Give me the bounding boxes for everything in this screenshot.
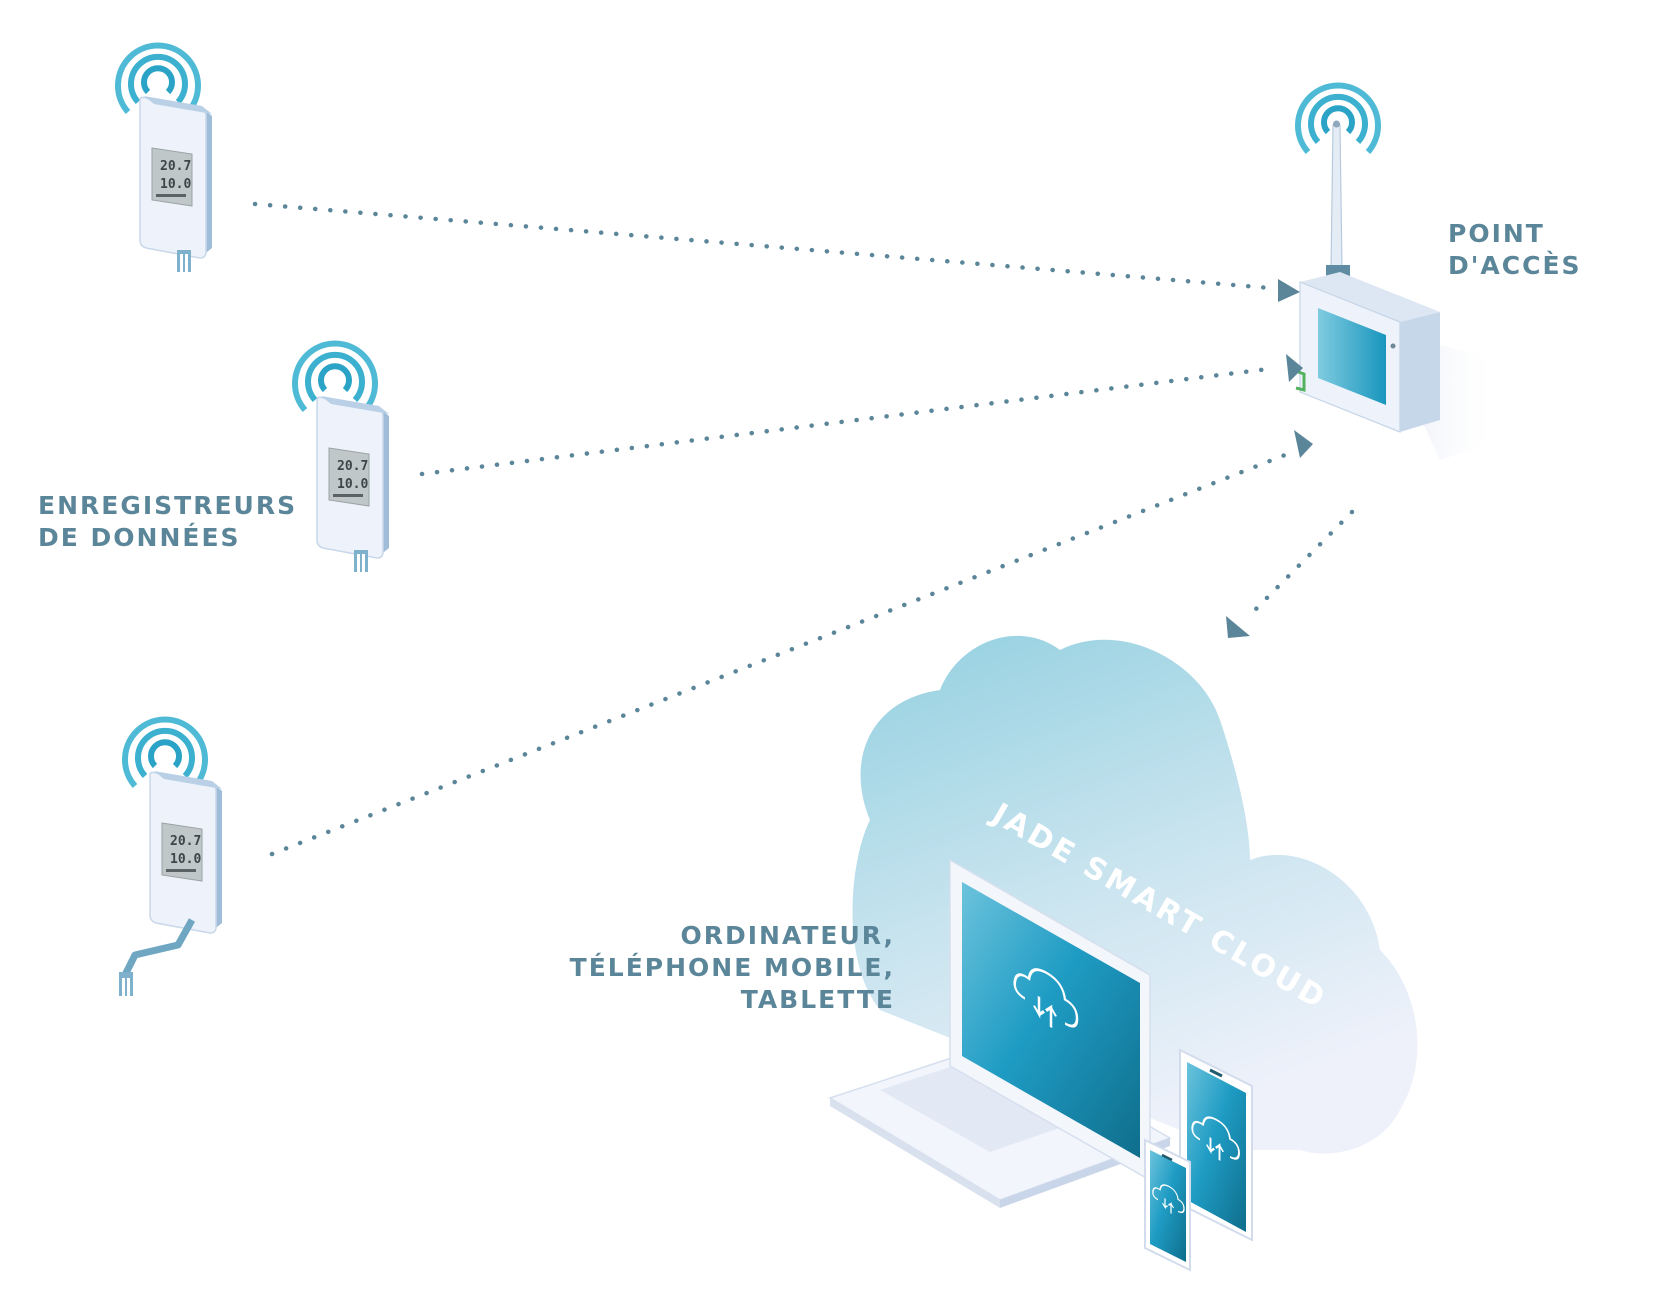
phone-screen	[1150, 1150, 1186, 1262]
access-point	[1292, 86, 1500, 460]
data-logger-1	[118, 46, 213, 272]
antenna	[1330, 124, 1343, 271]
data-logger-3	[119, 720, 223, 996]
devices-label-line1: ORDINATEUR,	[680, 921, 895, 950]
connection-access-point-cloud	[1247, 509, 1355, 618]
connection-logger-1	[252, 201, 1273, 291]
probe-cable	[121, 918, 196, 977]
devices-label-line3: TABLETTE	[740, 985, 895, 1014]
access-point-label: POINT D'ACCÈS	[1448, 218, 1582, 282]
data-loggers-label-line2: DE DONNÉES	[38, 523, 241, 552]
access-point-screen	[1318, 308, 1386, 405]
arrow-head-icon	[1226, 616, 1250, 638]
probe-icon	[354, 550, 368, 572]
probe-icon	[177, 250, 191, 272]
mobile-phone	[1144, 1138, 1191, 1272]
connection-logger-2	[419, 365, 1279, 477]
data-loggers-label-line1: ENREGISTREURS	[38, 491, 298, 520]
devices-label: ORDINATEUR, TÉLÉPHONE MOBILE, TABLETTE	[520, 920, 895, 1016]
arrow-head-icon	[1278, 279, 1300, 302]
data-loggers-label: ENREGISTREURS DE DONNÉES	[38, 490, 297, 554]
devices-label-line2: TÉLÉPHONE MOBILE,	[569, 953, 895, 982]
laptop	[828, 858, 1172, 1208]
arrow-head-icon	[1294, 430, 1313, 458]
connection-logger-3	[269, 450, 1293, 857]
tablet	[1179, 1048, 1253, 1242]
data-logger-2	[295, 344, 390, 572]
access-point-label-line2: D'ACCÈS	[1448, 251, 1582, 280]
connection-arrows	[252, 201, 1355, 857]
access-point-label-line1: POINT	[1448, 219, 1545, 248]
arrow-head-icon	[1286, 354, 1303, 382]
probe-icon	[119, 972, 133, 996]
